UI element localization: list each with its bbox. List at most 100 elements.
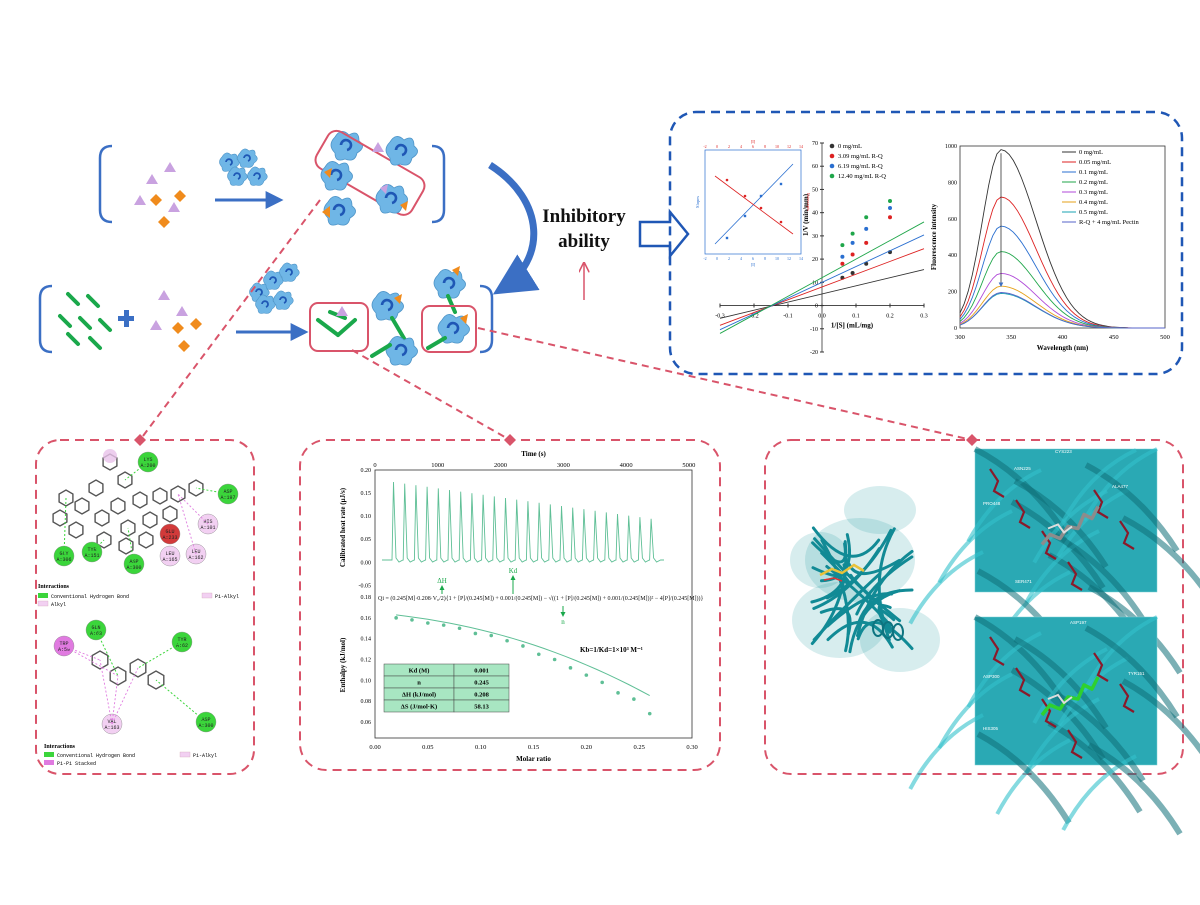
legend-entry: Pi-Alkyl <box>193 753 217 759</box>
inset-point <box>743 214 747 218</box>
data-point <box>888 206 892 211</box>
x-tick-label: 350 <box>1006 334 1016 341</box>
y-tick-label: 50 <box>812 187 818 193</box>
enthalpy-point <box>457 626 462 631</box>
enthalpy-point <box>410 618 414 622</box>
table-param: ΔS (J/mol·K) <box>401 704 437 711</box>
complex-box-1 <box>309 302 369 352</box>
table-param: n <box>417 680 421 687</box>
docking-2d-panel-frame <box>35 439 255 775</box>
enthalpy-fit <box>396 614 650 697</box>
residue-sticks <box>1119 683 1135 713</box>
bracket-left-top <box>98 144 113 224</box>
top-tick-label: 1000 <box>431 462 444 469</box>
inset-point <box>725 178 729 182</box>
inset-bottom-tick: 8 <box>764 256 766 261</box>
residue-sticks <box>1093 652 1109 682</box>
x-tick-label: 400 <box>1058 334 1068 341</box>
inset-slope-line <box>714 163 794 245</box>
residue-node <box>159 523 181 545</box>
legend-entry: 6.19 mg/mL R-Q <box>838 163 883 170</box>
x-tick-label: 0.0 <box>818 314 826 320</box>
residue-label: A:233 <box>162 535 177 541</box>
inset-bottom-tick: 0 <box>716 256 718 261</box>
inset-top-tick: 4 <box>740 144 742 149</box>
table-param: Kd (M) <box>409 668 430 675</box>
pi-alkyl-line <box>177 493 209 525</box>
x-tick-label: 450 <box>1109 334 1119 341</box>
residue-label: A:300 <box>198 723 213 729</box>
lower-y-label: Enthalpy (kJ/mol) <box>339 637 347 692</box>
inset-bottom-tick: 2 <box>728 256 730 261</box>
y-tick-label: 30 <box>812 234 818 240</box>
ribbon <box>1050 531 1146 622</box>
inhibitor-diamond <box>174 190 186 202</box>
data-point <box>864 215 869 220</box>
bracket-right-top <box>431 144 446 224</box>
ribbon <box>1121 515 1200 589</box>
helix-coil <box>892 623 904 641</box>
table-value: 0.001 <box>474 668 489 675</box>
y-tick-label: 0 <box>815 304 818 310</box>
x-tick-label: 0.25 <box>633 744 644 751</box>
enthalpy-point <box>394 616 398 620</box>
ribbon <box>908 713 984 790</box>
inset-left-label: Slopes <box>695 196 700 208</box>
enthalpy-point <box>647 711 652 716</box>
thermogram <box>382 481 664 563</box>
x-tick-label: 0.3 <box>920 314 928 320</box>
ribbon <box>1084 625 1180 719</box>
inset-bottom-tick: -2 <box>703 256 706 261</box>
legend-entry: 0.1 mg/mL <box>1079 169 1108 176</box>
molecule-ring <box>147 670 165 690</box>
table-value: 0.208 <box>474 692 489 699</box>
spectrum-line <box>959 292 1165 329</box>
ribbon <box>1024 529 1100 604</box>
plus-sign <box>118 310 134 327</box>
itc-panel-frame <box>299 439 721 771</box>
molecule-ring <box>117 471 133 489</box>
molecule-ring <box>170 485 186 503</box>
x-tick-label: 0.10 <box>475 744 486 751</box>
legend-swatch <box>38 593 48 598</box>
enthalpy-point <box>568 666 573 670</box>
inset-right-label: Intercepts <box>806 193 811 211</box>
hbond-line <box>155 679 207 723</box>
ribbon <box>1053 488 1129 563</box>
residue-label: ASP197 <box>1070 620 1087 625</box>
fit-line <box>719 234 925 331</box>
legend-entry: Pi-Alkyl <box>215 594 239 600</box>
table-value: 0.245 <box>474 680 489 687</box>
x-tick-label: 0.30 <box>686 744 697 751</box>
legend-swatch <box>37 600 49 607</box>
ribbon <box>1050 689 1146 783</box>
substrate-triangle <box>168 202 180 212</box>
ribbon <box>1061 448 1137 523</box>
x-axis-label: Molar ratio <box>516 755 551 763</box>
inset-top-tick: 10 <box>775 144 779 149</box>
x-tick-label: 0.20 <box>581 744 592 751</box>
legend-entry: 0.3 mg/mL <box>1079 189 1108 196</box>
residue-label: TRP <box>59 641 68 647</box>
legend-marker <box>829 173 835 179</box>
residue-label: SER471 <box>1015 579 1032 584</box>
molecule-ring <box>152 487 168 505</box>
ribbon <box>937 509 1013 584</box>
molecule-ring <box>120 519 136 537</box>
top-tick-label: 3000 <box>557 462 570 469</box>
inset-intercept-line <box>714 175 794 235</box>
ribbon <box>908 550 984 625</box>
inset-point <box>759 194 763 198</box>
legend-entry: 12.40 mg/mL R-Q <box>838 173 886 180</box>
residue-label: GLU <box>165 529 174 535</box>
inset-bottom-label: [I] <box>751 262 756 267</box>
residue-label: GLN <box>91 625 100 631</box>
y-tick-label: -20 <box>810 350 818 356</box>
inset-point <box>779 182 783 186</box>
y-tick-label: 1000 <box>945 144 957 150</box>
y-tick-label: 60 <box>812 164 818 170</box>
y-tick-label: 70 <box>812 141 818 147</box>
molecule-ring <box>118 537 134 555</box>
legend-swatch <box>44 752 54 757</box>
